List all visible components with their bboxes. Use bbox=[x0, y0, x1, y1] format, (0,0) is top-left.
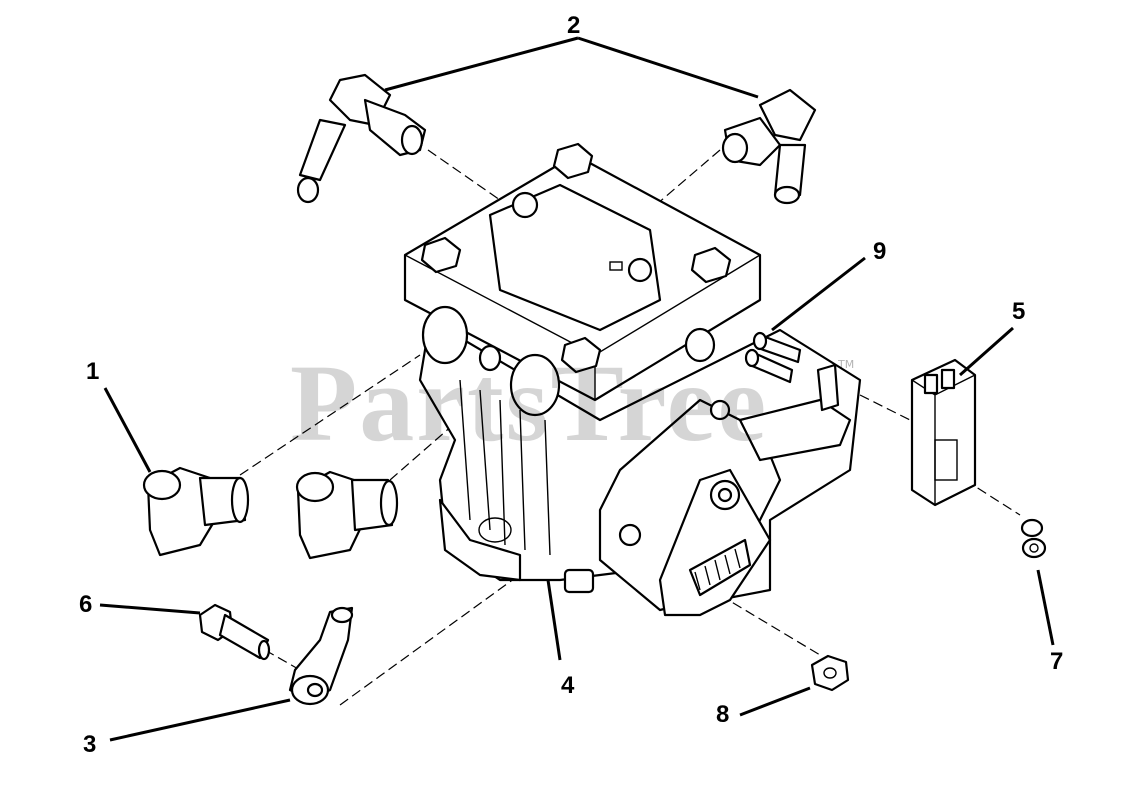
callout-9[interactable]: 9 bbox=[873, 238, 887, 265]
part-5-connector bbox=[910, 358, 977, 507]
part-6-bolt bbox=[198, 603, 271, 661]
assembly-lines bbox=[239, 149, 1021, 706]
part-8-nut bbox=[810, 654, 850, 692]
watermark-trademark: TM bbox=[838, 358, 855, 371]
part-7-nuts bbox=[1020, 518, 1047, 559]
part-4-pump-body bbox=[403, 142, 862, 617]
part-9-pins bbox=[744, 331, 802, 384]
callout-3[interactable]: 3 bbox=[83, 731, 97, 758]
callout-6[interactable]: 6 bbox=[79, 591, 93, 618]
watermark: PartsTree bbox=[290, 342, 769, 464]
callout-4[interactable]: 4 bbox=[561, 672, 575, 699]
callout-5[interactable]: 5 bbox=[1012, 298, 1026, 325]
leader-lines bbox=[99, 36, 1055, 742]
callout-8[interactable]: 8 bbox=[716, 701, 730, 728]
callout-7[interactable]: 7 bbox=[1050, 648, 1064, 675]
part-1-elbow-fitting-left bbox=[142, 466, 250, 557]
callout-2[interactable]: 2 bbox=[567, 12, 581, 39]
part-3-lever-arm bbox=[288, 606, 354, 706]
part-2-right-elbow-fitting bbox=[721, 88, 817, 205]
part-1-elbow-fitting-right bbox=[295, 470, 399, 560]
part-2-left-elbow-fitting bbox=[296, 73, 427, 204]
callout-1[interactable]: 1 bbox=[86, 358, 100, 385]
